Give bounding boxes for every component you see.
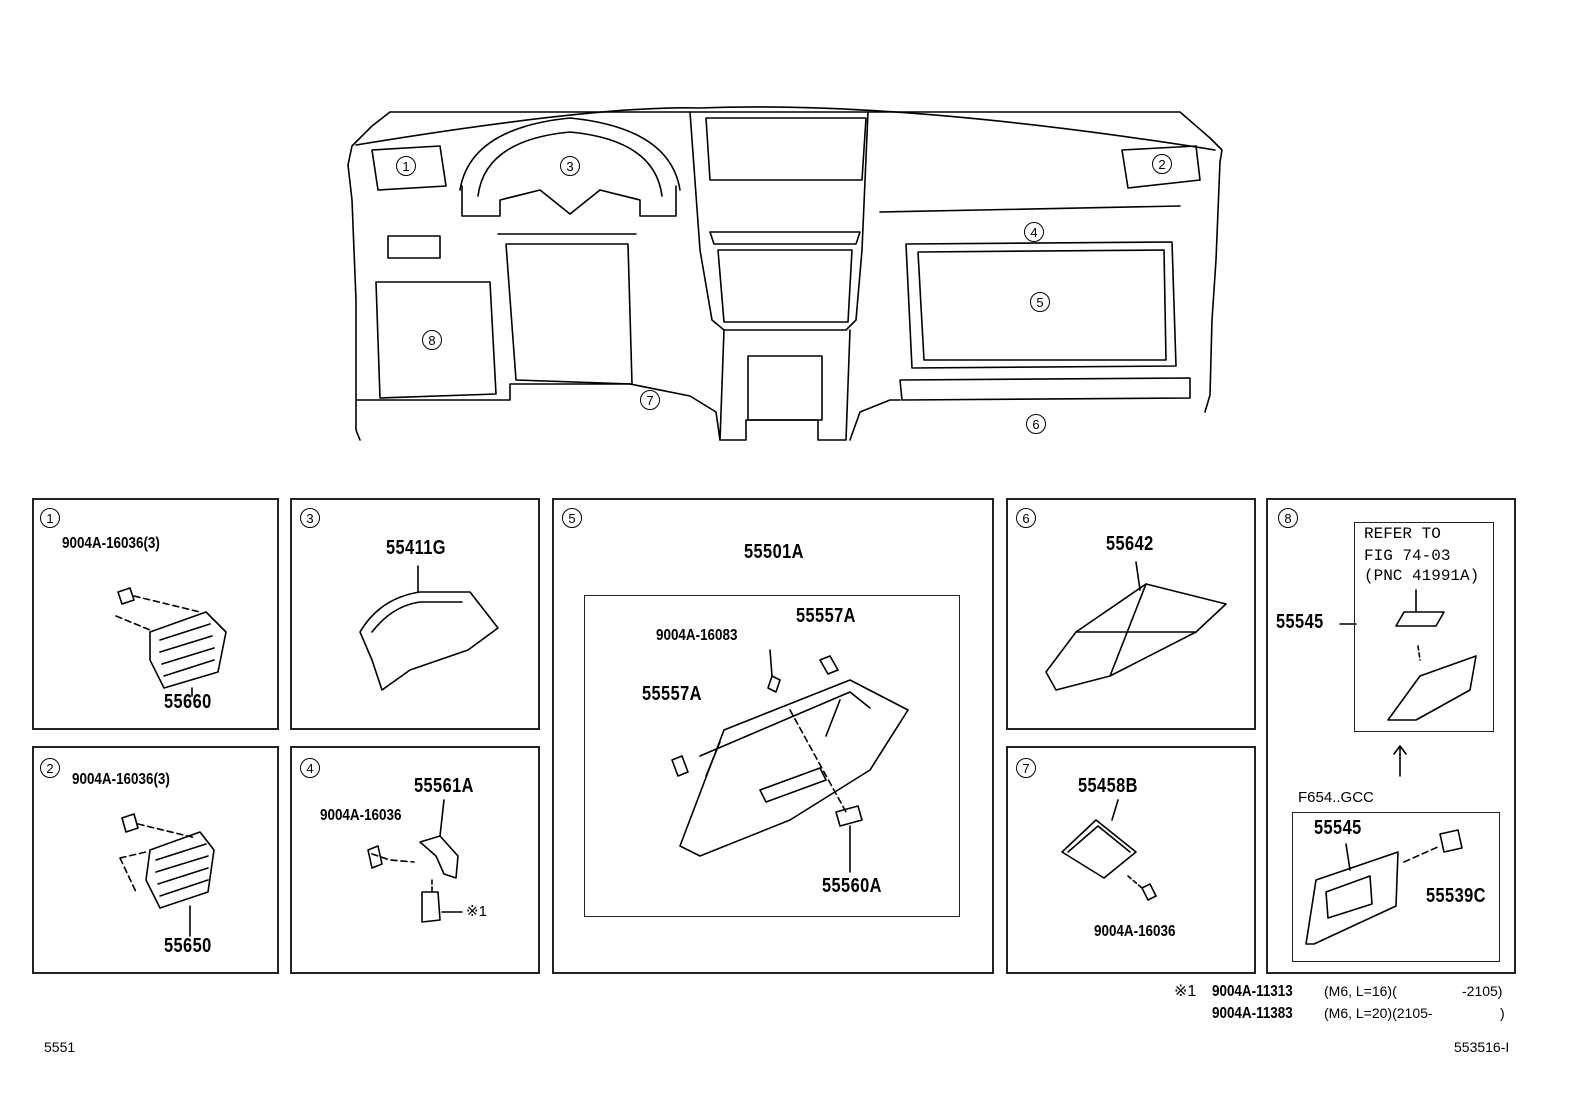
box-drawing: [1305, 589, 1477, 945]
footnote-range: ): [1500, 1005, 1505, 1021]
panel-6: [1006, 498, 1256, 730]
panel-3-number: 3: [300, 508, 320, 528]
vent-right-drawing: [119, 813, 215, 937]
footnote-range: -2105): [1462, 983, 1503, 999]
part-number: 9004A-16036(3): [62, 535, 160, 552]
page-code-left: 5551: [44, 1039, 76, 1055]
refer-note-line: (PNC 41991A): [1364, 567, 1480, 585]
footnote-part: 9004A-11313: [1212, 983, 1293, 1000]
part-number: 55650: [164, 935, 212, 957]
panel-8-number: 8: [1278, 508, 1298, 528]
vent-left-drawing: [115, 587, 227, 697]
callout-4: 4: [1024, 222, 1044, 242]
panel-2: [32, 746, 279, 974]
panel-5-inner-box: [584, 595, 960, 917]
part-number: 55458B: [1078, 775, 1138, 797]
panel-2-number: 2: [40, 758, 60, 778]
glove-box-drawing: [671, 649, 909, 873]
callout-5: 5: [1030, 292, 1050, 312]
callout-7: 7: [640, 390, 660, 410]
part-number: 55545: [1276, 611, 1324, 633]
part-number: 55557A: [796, 605, 856, 627]
part-number: 9004A-16036(3): [72, 771, 170, 788]
callout-8: 8: [422, 330, 442, 350]
footnote-spec: (M6, L=16)(: [1324, 983, 1397, 999]
variant-code: F654..GCC: [1298, 789, 1374, 806]
part-number: 9004A-16083: [656, 627, 738, 644]
part-number: 55660: [164, 691, 212, 713]
part-number: 55557A: [642, 683, 702, 705]
panel-4: [290, 746, 540, 974]
part-number: 55539C: [1426, 885, 1486, 907]
part-number: 55561A: [414, 775, 474, 797]
panel-6-number: 6: [1016, 508, 1036, 528]
page-code-right: 553516-I: [1454, 1039, 1510, 1055]
footnote-mark: ※1: [1174, 983, 1197, 1000]
panel-1: [32, 498, 279, 730]
meter-hood-drawing: [359, 565, 499, 691]
reinforcement-drawing: [1045, 561, 1227, 691]
refer-note-line: REFER TO: [1364, 525, 1441, 543]
callout-3: 3: [560, 156, 580, 176]
part-number: 9004A-16036: [320, 807, 402, 824]
panel-4-number: 4: [300, 758, 320, 778]
panel-7: [1006, 746, 1256, 974]
refer-note-line: FIG 74-03: [1364, 547, 1451, 565]
cover-drawing: [1061, 799, 1157, 901]
panel-3: [290, 498, 540, 730]
callout-2: 2: [1152, 154, 1172, 174]
footnote-part: 9004A-11383: [1212, 1005, 1293, 1022]
panel-5: [552, 498, 994, 974]
part-number: 55545: [1314, 817, 1362, 839]
part-number: 55642: [1106, 533, 1154, 555]
callout-6: 6: [1026, 414, 1046, 434]
part-number: 55560A: [822, 875, 882, 897]
instrument-panel-drawing: [347, 106, 1223, 441]
note-mark: ※1: [466, 903, 487, 920]
part-number: 9004A-16036: [1094, 923, 1176, 940]
bracket-drawing: [367, 799, 463, 923]
panel-8: [1266, 498, 1516, 974]
panel-8-variant-box: [1292, 812, 1500, 962]
part-number: 55411G: [386, 537, 446, 559]
footnote-spec: (M6, L=20)(2105-: [1324, 1005, 1433, 1021]
panel-7-number: 7: [1016, 758, 1036, 778]
panel-1-number: 1: [40, 508, 60, 528]
panel-8-refer-box: [1354, 522, 1494, 732]
part-number: 55501A: [744, 541, 804, 563]
callout-1: 1: [396, 156, 416, 176]
panel-5-number: 5: [562, 508, 582, 528]
